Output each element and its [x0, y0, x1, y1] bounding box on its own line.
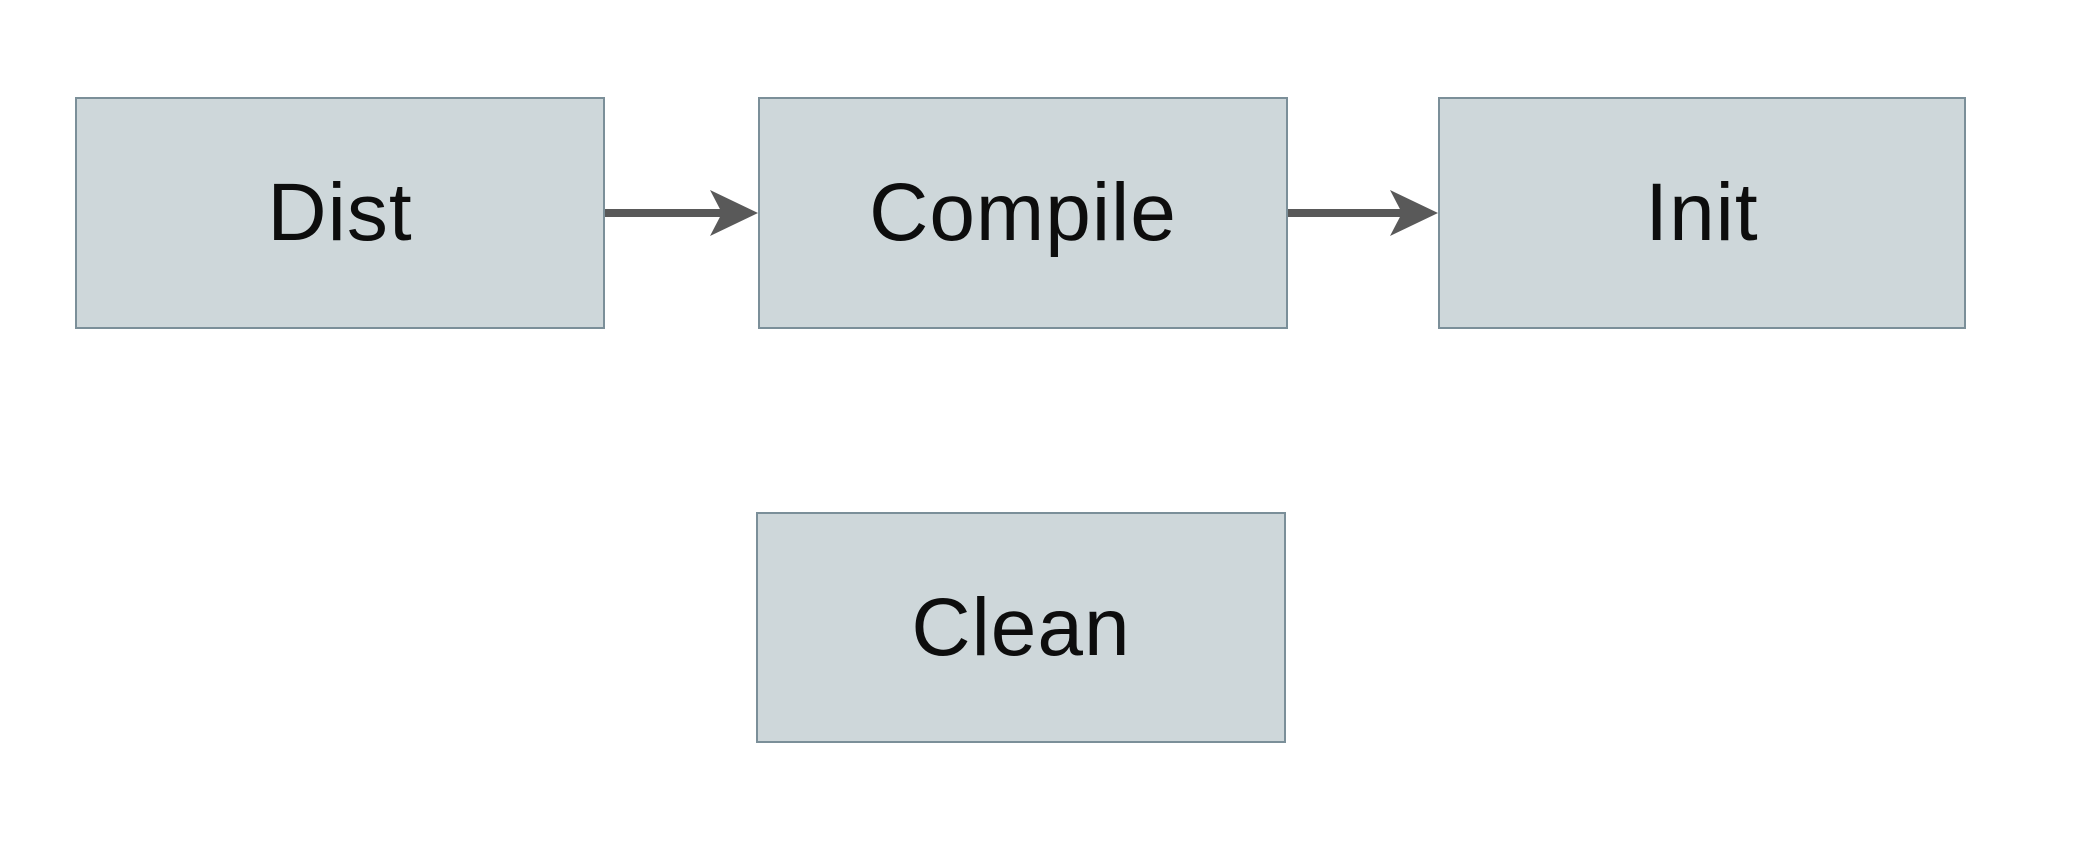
node-compile-label: Compile [869, 167, 1177, 258]
node-init: Init [1438, 97, 1966, 329]
node-clean-label: Clean [911, 581, 1131, 673]
node-clean: Clean [756, 512, 1286, 743]
arrow-dist-to-compile [605, 190, 758, 236]
node-dist-label: Dist [267, 167, 413, 258]
arrow-compile-to-init [1288, 190, 1438, 236]
node-compile: Compile [758, 97, 1288, 329]
node-init-label: Init [1645, 167, 1759, 258]
node-dist: Dist [75, 97, 605, 329]
